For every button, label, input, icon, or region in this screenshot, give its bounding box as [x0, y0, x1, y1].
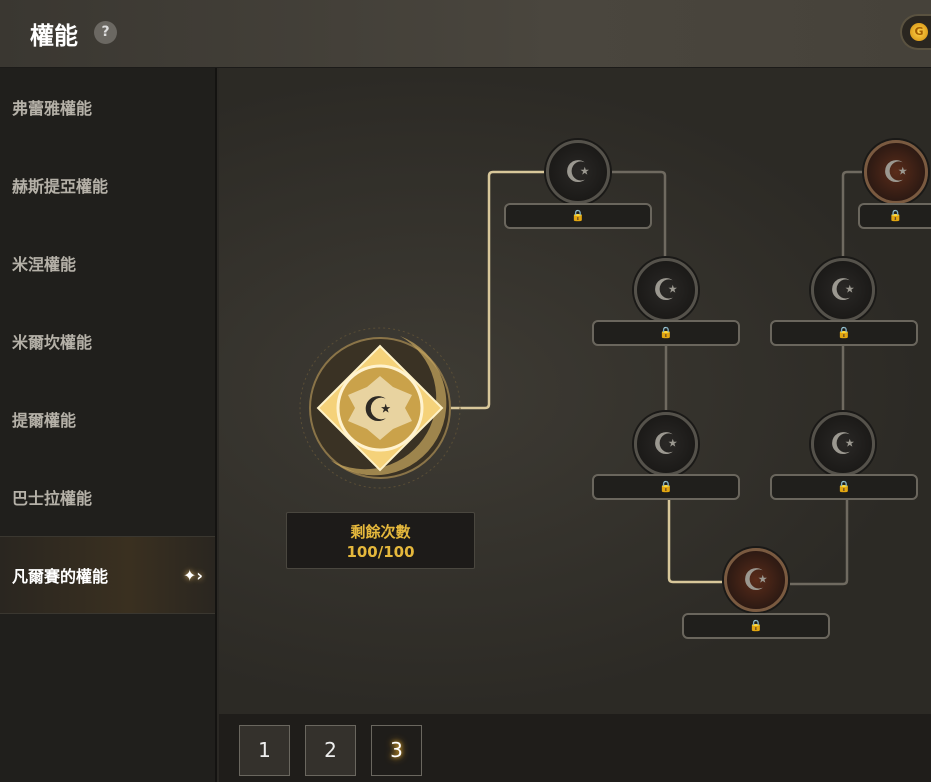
skill-node-7-locked-label: 🔒: [858, 203, 931, 229]
sidebar-item-freya[interactable]: 弗蕾雅權能: [0, 68, 215, 146]
crescent-star-icon: ☪: [742, 562, 770, 598]
sidebar-item-label: 凡爾賽的權能: [12, 567, 109, 586]
main-node-emblem: ☪: [299, 327, 461, 489]
skill-node-6-locked-label: 🔒: [682, 613, 830, 639]
skill-node-7[interactable]: ☪: [864, 140, 928, 204]
svg-text:☪: ☪: [363, 390, 393, 430]
sidebar-item-label: 赫斯提亞權能: [12, 177, 109, 196]
remaining-count-box: 剩餘次數 100/100: [286, 512, 475, 569]
page-tab-2[interactable]: 2: [305, 725, 356, 776]
crescent-star-icon: ☪: [652, 272, 680, 308]
connector-active: [440, 170, 546, 410]
sidebar-item-label: 提爾權能: [12, 411, 77, 430]
skill-node-3-locked-label: 🔒: [770, 320, 918, 346]
connector: [612, 170, 667, 258]
lock-icon: 🔒: [749, 619, 763, 632]
page-tab-3[interactable]: 3: [371, 725, 422, 776]
crescent-star-icon: ☪: [652, 426, 680, 462]
connector-active: [667, 500, 722, 584]
lock-icon: 🔒: [659, 326, 673, 339]
skill-node-5[interactable]: ☪: [811, 412, 875, 476]
skill-node-3[interactable]: ☪: [811, 258, 875, 322]
lock-icon: 🔒: [888, 209, 903, 222]
lock-icon: 🔒: [659, 480, 673, 493]
sidebar-item-basra[interactable]: 巴士拉權能: [0, 458, 215, 536]
help-icon[interactable]: ?: [94, 21, 117, 44]
skill-node-1-locked-label: 🔒: [504, 203, 652, 229]
sidebar: 弗蕾雅權能 赫斯提亞權能 米涅權能 米爾坎權能 提爾權能 巴士拉權能 凡爾賽的權…: [0, 68, 217, 782]
crescent-star-icon: ☪: [829, 272, 857, 308]
page-title: 權能: [30, 22, 78, 50]
crescent-star-icon: ☪: [882, 154, 910, 190]
page-tab-1[interactable]: 1: [239, 725, 290, 776]
connector: [841, 170, 864, 258]
lock-icon: 🔒: [571, 209, 585, 222]
skill-node-4[interactable]: ☪: [634, 412, 698, 476]
lock-icon: 🔒: [837, 480, 851, 493]
remaining-count-value: 100/100: [346, 543, 415, 561]
remaining-count-label: 剩餘次數: [350, 523, 411, 541]
skill-node-6[interactable]: ☪: [724, 548, 788, 612]
header: 權能 ? G: [0, 0, 931, 68]
sparkle-arrow-icon: ✦›: [183, 565, 203, 585]
skill-node-2-locked-label: 🔒: [592, 320, 740, 346]
skill-node-4-locked-label: 🔒: [592, 474, 740, 500]
crescent-star-icon: ☪: [564, 154, 592, 190]
sidebar-item-hestia[interactable]: 赫斯提亞權能: [0, 146, 215, 224]
coin-icon: G: [910, 23, 928, 41]
lock-icon: 🔒: [837, 326, 851, 339]
sidebar-item-label: 米涅權能: [12, 255, 77, 274]
currency-button[interactable]: G: [900, 14, 931, 50]
sidebar-item-versailles[interactable]: 凡爾賽的權能 ✦›: [0, 536, 215, 614]
skill-node-2[interactable]: ☪: [634, 258, 698, 322]
sidebar-item-mirkan[interactable]: 米爾坎權能: [0, 302, 215, 380]
crescent-star-icon: ☪: [829, 426, 857, 462]
page-tabs: 1 2 3: [219, 714, 931, 782]
sidebar-item-label: 巴士拉權能: [12, 489, 93, 508]
skill-node-5-locked-label: 🔒: [770, 474, 918, 500]
sidebar-item-tyr[interactable]: 提爾權能: [0, 380, 215, 458]
sidebar-item-label: 米爾坎權能: [12, 333, 93, 352]
sidebar-item-mine[interactable]: 米涅權能: [0, 224, 215, 302]
sidebar-item-label: 弗蕾雅權能: [12, 99, 93, 118]
skill-node-1[interactable]: ☪: [546, 140, 610, 204]
connector: [790, 500, 849, 586]
